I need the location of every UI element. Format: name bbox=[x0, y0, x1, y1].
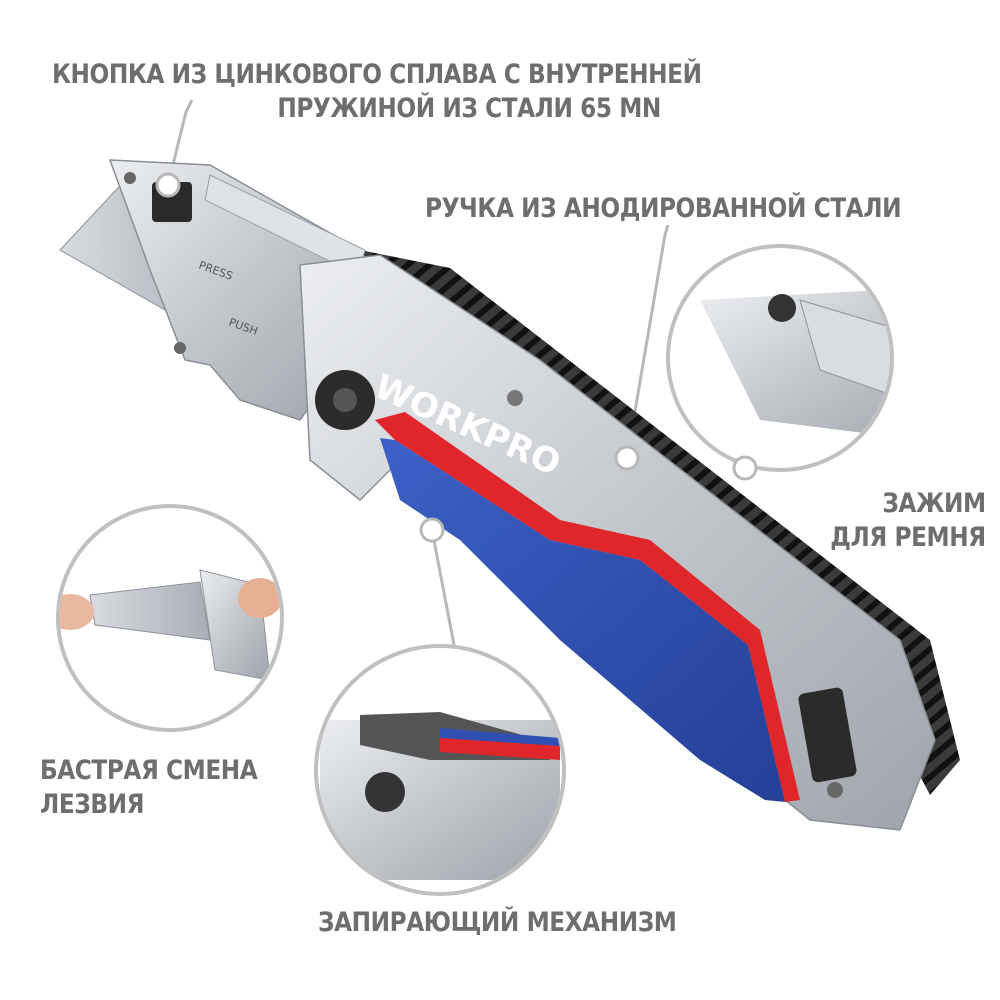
label-belt-clip-line-2: ДЛЯ РЕМНЯ bbox=[830, 522, 987, 553]
label-belt-clip: ЗАЖИМ ДЛЯ РЕМНЯ bbox=[830, 487, 987, 555]
label-button-line-2: ПРУЖИНОЙ ИЗ СТАЛИ 65 MN bbox=[277, 93, 661, 124]
red-stripe bbox=[375, 412, 800, 802]
detail-lock-mechanism bbox=[314, 644, 566, 896]
utility-knife: WORKPRO PRESS PUSH bbox=[59, 159, 960, 831]
detail-belt-clip bbox=[666, 244, 894, 481]
blue-grip bbox=[380, 438, 785, 802]
label-blade-change-line-2: ЛЕЗВИЯ bbox=[40, 789, 145, 820]
callout-dot bbox=[155, 172, 181, 198]
label-blade-change: БАСТРАЯ СМЕНА ЛЕЗВИЯ bbox=[40, 754, 258, 822]
label-handle-material: РУЧКА ИЗ АНОДИРОВАННОЙ СТАЛИ bbox=[425, 193, 902, 224]
label-blade-change-line-1: БАСТРАЯ СМЕНА bbox=[40, 755, 258, 786]
label-lock-mechanism: ЗАПИРАЮЩИЙ МЕХАНИЗМ bbox=[318, 907, 677, 938]
detail-blade-change bbox=[56, 504, 284, 732]
label-button-spring: КНОПКА ИЗ ЦИНКОВОГО СПЛАВА С ВНУТРЕННЕЙ … bbox=[52, 58, 702, 126]
label-button-line-1: КНОПКА ИЗ ЦИНКОВОГО СПЛАВА С ВНУТРЕННЕЙ bbox=[52, 59, 702, 90]
label-belt-clip-line-1: ЗАЖИМ bbox=[882, 488, 987, 519]
